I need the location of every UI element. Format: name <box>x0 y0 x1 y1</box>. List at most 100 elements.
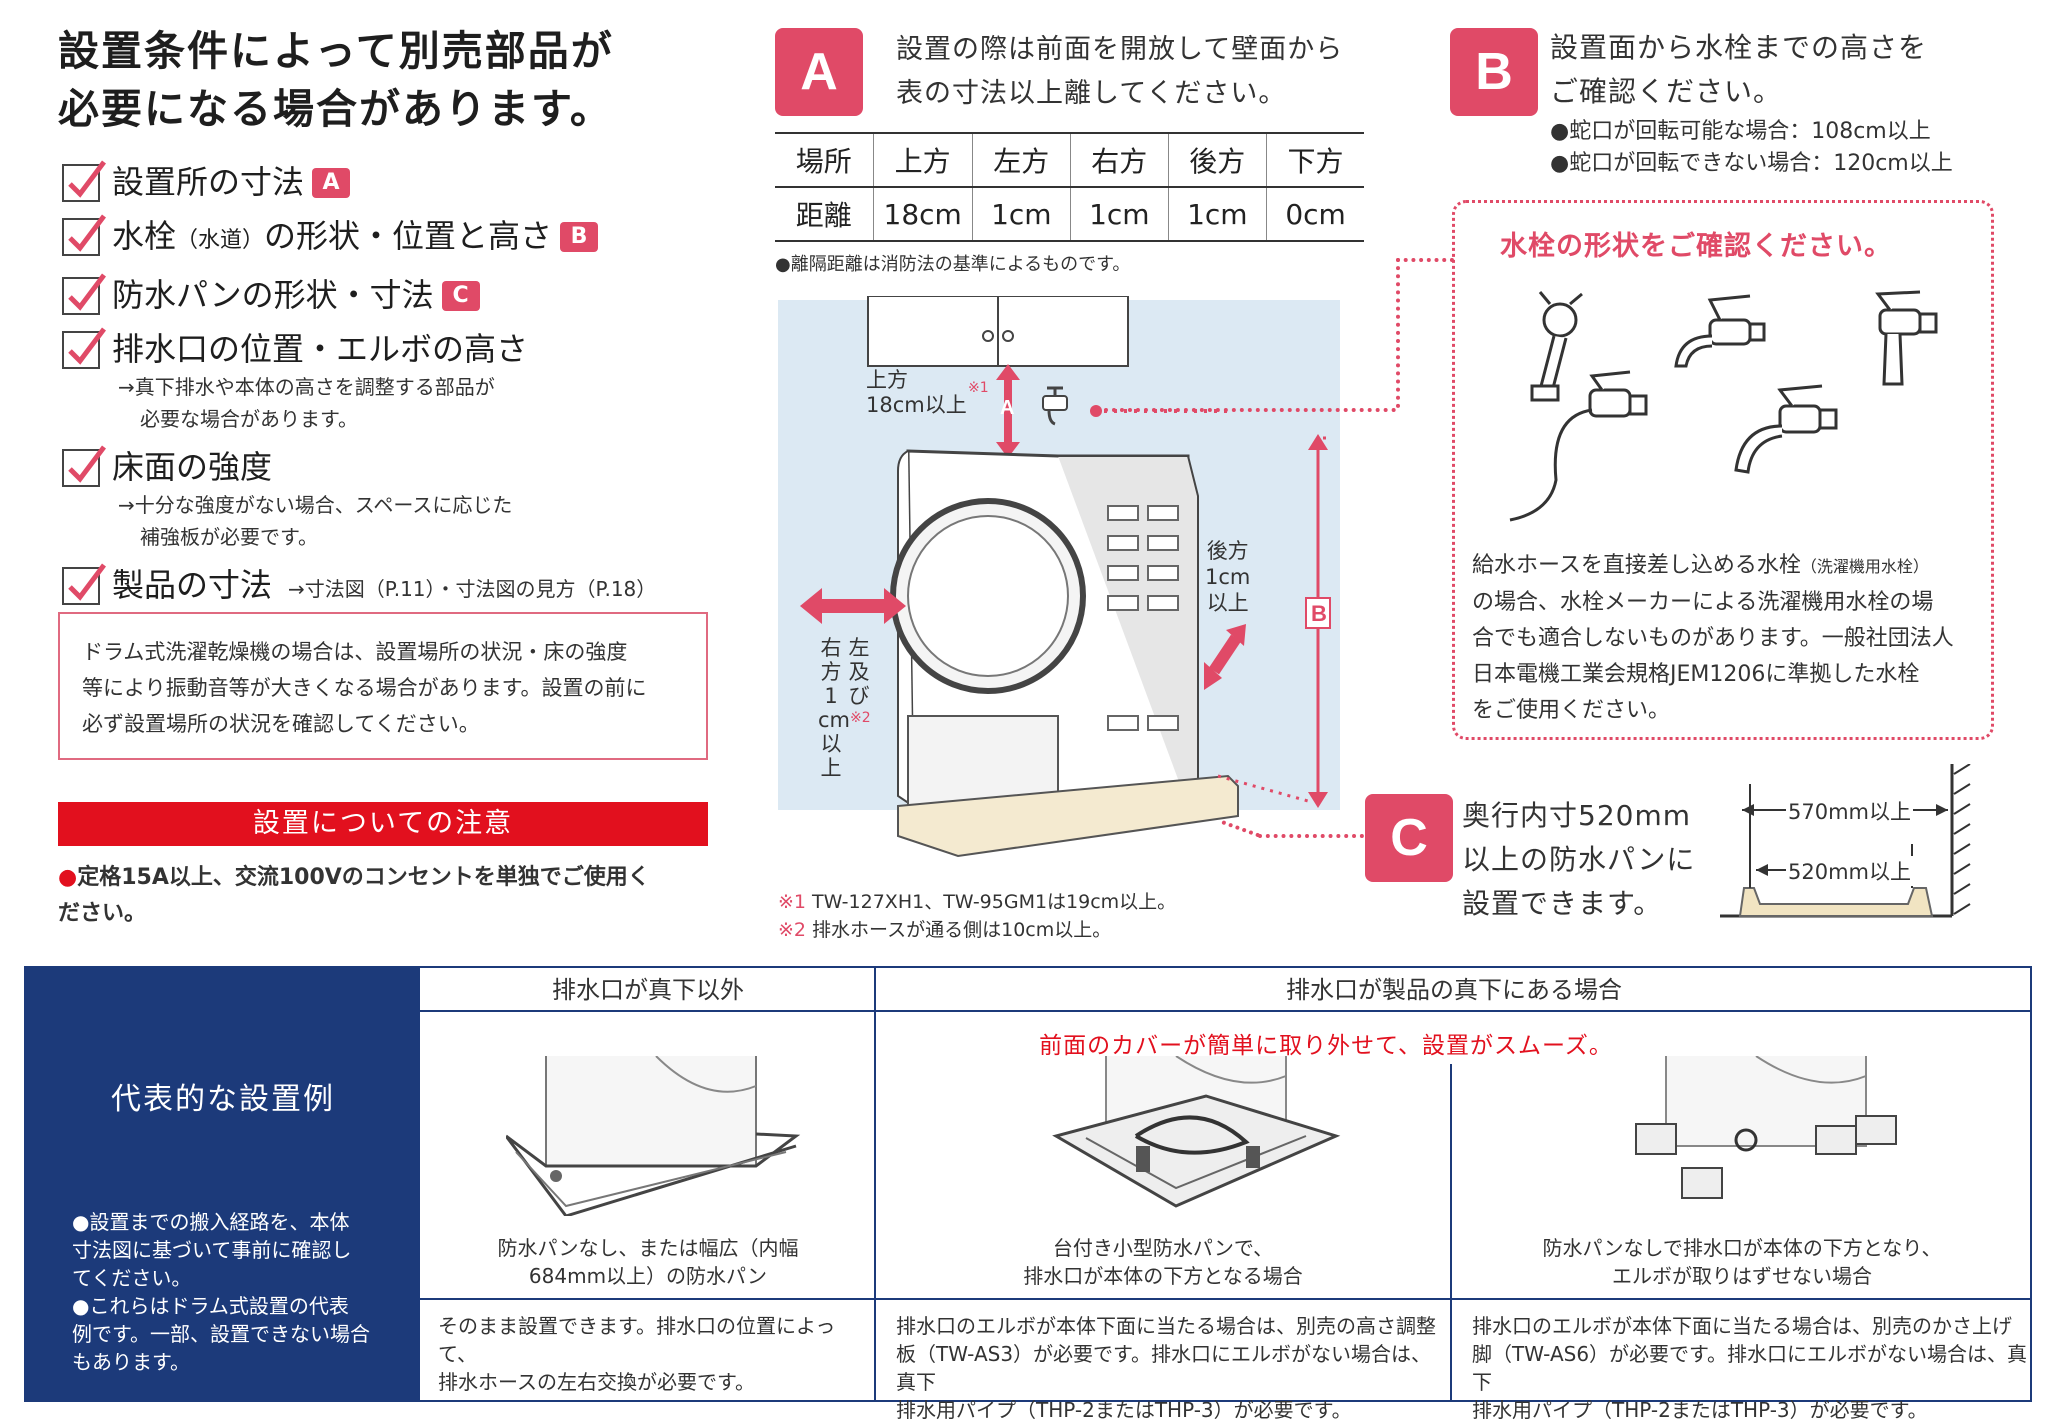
description-line: 排水用パイプ（THP-2またはTHP-3）が必要です。 <box>1472 1398 1928 1422</box>
caption-line: 台付き小型防水パンで、 <box>1052 1236 1274 1260</box>
checkbox-checked-icon <box>62 563 106 605</box>
side-mark: ※2 <box>850 710 871 726</box>
examples-side-panel: 代表的な設置例 ●設置までの搬入経路を、本体 寸法図に基づいて事前に確認し てく… <box>26 968 420 1400</box>
clearance-note: ●離隔距離は消防法の基準によるものです。 <box>775 254 1131 275</box>
label-line: 上方 <box>866 368 908 392</box>
faucet-note-small: （洗濯機用水栓） <box>1800 557 1929 576</box>
example-illustration-3 <box>1635 1056 1897 1199</box>
rear-clearance-label: 後方 1cm 以上 <box>1205 538 1250 616</box>
divider <box>874 968 876 1402</box>
checklist-sub: 補強板が必要です。 <box>140 525 318 549</box>
notice-bar: 設置についての注意 <box>58 802 708 846</box>
label-char: cm <box>818 708 851 732</box>
checklist-label: 設置所の寸法 <box>112 163 305 201</box>
examples-note-line: 例です。一部、設置できない場合 <box>72 1322 370 1346</box>
checkbox-checked-icon <box>62 214 106 256</box>
table-row: 場所 上方 左方 右方 後方 下方 <box>775 132 1365 188</box>
section-b-line: ご確認ください。 <box>1550 75 1783 108</box>
faucet-note-text: の場合、水栓メーカーによる洗濯機用水栓の場 <box>1472 590 1934 615</box>
rear-clearance-arrow <box>1209 634 1241 675</box>
warning-line: 等により振動音等が大きくなる場合があります。設置の前に <box>82 676 647 700</box>
checklist-label: 排水口の位置・エルボの高さ <box>112 330 529 368</box>
checkbox-checked-icon <box>62 327 106 369</box>
example-caption: 防水パンなし、または幅広（内幅 684mm以上）の防水パン <box>420 1234 876 1290</box>
title-line-1: 設置条件によって別売部品が <box>58 27 614 75</box>
table-header-cell: 場所 <box>775 132 873 188</box>
checklist-sub: →真下排水や本体の高さを調整する部品が <box>118 375 495 399</box>
checklist-sub: 必要な場合があります。 <box>140 407 358 431</box>
faucet-leader <box>1396 258 1454 262</box>
description-line: 排水ホースの左右交換が必要です。 <box>438 1370 755 1394</box>
badge-b-large: B <box>1450 28 1538 116</box>
footnote: ※2 排水ホースが通る側は10cm以上。 <box>778 916 1176 944</box>
faucet-note-text: 給水ホースを直接差し込める水栓 <box>1472 553 1801 578</box>
faucet-leader <box>1396 258 1400 408</box>
warning-line: ドラム式洗濯乾燥機の場合は、設置場所の状況・床の強度 <box>82 640 628 664</box>
warning-box: ドラム式洗濯乾燥機の場合は、設置場所の状況・床の強度 等により振動音等が大きくな… <box>58 612 708 760</box>
description-line: 排水用パイプ（THP-2またはTHP-3）が必要です。 <box>896 1398 1352 1422</box>
top-clearance-label: 上方 18cm以上 <box>866 368 967 418</box>
arrow-label-a: A <box>1000 397 1014 419</box>
checklist-label-small: （水道） <box>176 228 265 253</box>
label-char: 方 <box>820 660 842 684</box>
description-line: そのまま設置できます。排水口の位置によって、 <box>438 1314 836 1366</box>
checkbox-checked-icon <box>62 273 106 315</box>
table-cell: 0cm <box>1265 186 1365 242</box>
pan-cross-section <box>1738 887 1934 917</box>
section-a-text: 設置の際は前面を開放して壁面から 表の寸法以上離してください。 <box>896 28 1343 116</box>
label-line: 以上 <box>1206 591 1249 615</box>
faucet-leader <box>1104 408 1396 412</box>
faucet-note: 給水ホースを直接差し込める水栓（洗濯機用水栓） の場合、水栓メーカーによる洗濯機… <box>1472 548 1982 729</box>
description-line: 排水口のエルボが本体下面に当たる場合は、別売のかさ上げ <box>1472 1314 2012 1338</box>
example-illustration-1 <box>506 1056 801 1216</box>
section-b-line: 設置面から水栓までの高さを <box>1550 31 1928 64</box>
example-illustration-2 <box>1052 1056 1341 1208</box>
examples-title: 代表的な設置例 <box>111 1082 335 1117</box>
warning-line: 必ず設置場所の状況を確認してください。 <box>82 712 480 736</box>
table-cell: 1cm <box>1167 186 1267 242</box>
badge-a: A <box>312 168 351 198</box>
table-header-cell: 後方 <box>1167 132 1267 188</box>
caption-line: エルボが取りはずせない場合 <box>1612 1264 1872 1288</box>
dim-520: 520mm以上 <box>1786 856 1913 886</box>
checklist-item-drain: 排水口の位置・エルボの高さ →真下排水や本体の高さを調整する部品が 必要な場合が… <box>62 327 722 435</box>
example-description: そのまま設置できます。排水口の位置によって、 排水ホースの左右交換が必要です。 <box>438 1312 868 1396</box>
highlight-text: 前面のカバーが簡単に取り外せて、設置がスムーズ。 <box>1039 1033 1613 1059</box>
caption-line: 防水パンなしで排水口が本体の下方となり、 <box>1542 1236 1942 1260</box>
checklist-label: 製品の寸法 <box>112 566 273 604</box>
checklist-item-floor: 床面の強度 →十分な強度がない場合、スペースに応じた 補強板が必要です。 <box>62 445 722 553</box>
faucet-note-text: 合でも適合しないものがあります。一般社団法人 <box>1472 626 1954 651</box>
example-description: 排水口のエルボが本体下面に当たる場合は、別売のかさ上げ 脚（TW-AS6）が必要… <box>1472 1312 2028 1423</box>
badge-c: C <box>441 281 480 311</box>
example-caption: 台付き小型防水パンで、 排水口が本体の下方となる場合 <box>876 1234 1450 1290</box>
installation-diagram: A B <box>778 296 1340 858</box>
section-b-text: 設置面から水栓までの高さを ご確認ください。 <box>1550 26 1927 114</box>
examples-note-line: てください。 <box>72 1266 192 1290</box>
section-b-notes: ●蛇口が回転可能な場合：108cm以上 ●蛇口が回転できない場合：120cm以上 <box>1550 116 1953 180</box>
checklist-sub: →十分な強度がない場合、スペースに応じた <box>118 493 513 517</box>
section-b-note: ●蛇口が回転できない場合：120cm以上 <box>1550 151 1953 176</box>
notice-line: ださい。 <box>58 901 147 926</box>
section-c-line: 以上の防水パンに <box>1462 843 1696 876</box>
faucet-note-text: 日本電機工業会規格JEM1206に準拠した水栓 <box>1472 662 1920 687</box>
clearance-table: 場所 上方 左方 右方 後方 下方 距離 18cm 1cm 1cm 1cm 0c… <box>775 132 1365 242</box>
table-row: 距離 18cm 1cm 1cm 1cm 0cm <box>775 186 1365 242</box>
washing-machine <box>890 449 1199 808</box>
pan-leader <box>1258 834 1364 838</box>
faucet-icon <box>1674 294 1766 368</box>
table-header-cell: 下方 <box>1265 132 1365 188</box>
badge-a-large: A <box>775 28 863 116</box>
top-mark: ※1 <box>968 380 989 396</box>
section-a-line: 設置の際は前面を開放して壁面から <box>896 34 1344 65</box>
table-header-cell: 上方 <box>872 132 973 188</box>
column-header: 排水口が製品の真下にある場合 <box>876 968 2032 1012</box>
divider <box>420 1298 2032 1300</box>
caption-line: 防水パンなし、または幅広（内幅 <box>497 1236 799 1260</box>
notice-line: 定格15A以上、交流100Vのコンセントを単独でご使用く <box>77 865 650 890</box>
section-b-note: ●蛇口が回転可能な場合：108cm以上 <box>1550 119 1931 144</box>
faucet-icon <box>1509 370 1648 522</box>
section-c-line: 奥行内寸520mm <box>1462 799 1691 832</box>
side-label-a: 左 及 び <box>848 636 870 708</box>
